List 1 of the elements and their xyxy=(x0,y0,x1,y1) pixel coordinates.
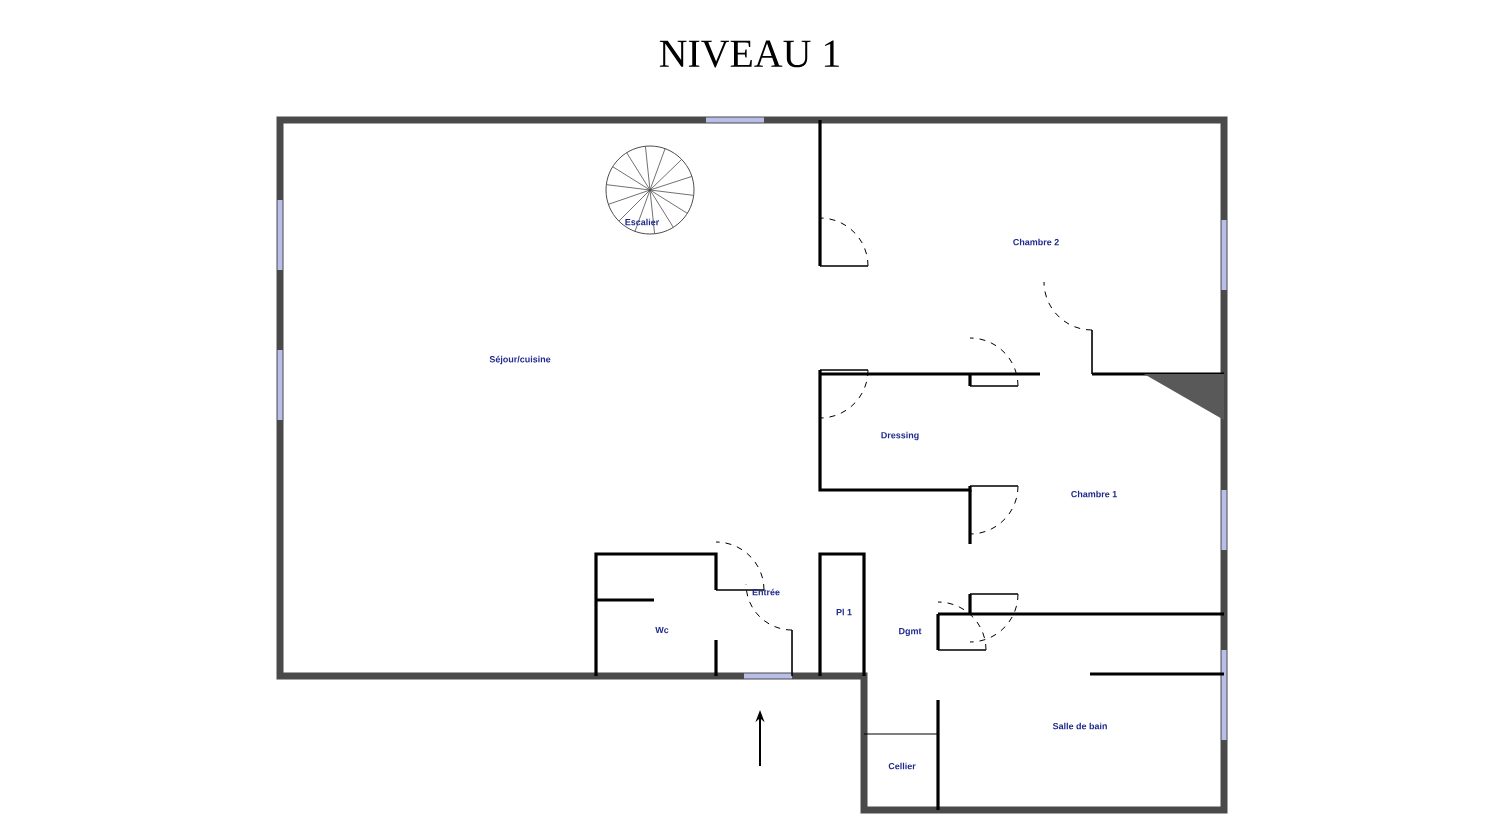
title: NIVEAU 1 xyxy=(659,40,839,68)
